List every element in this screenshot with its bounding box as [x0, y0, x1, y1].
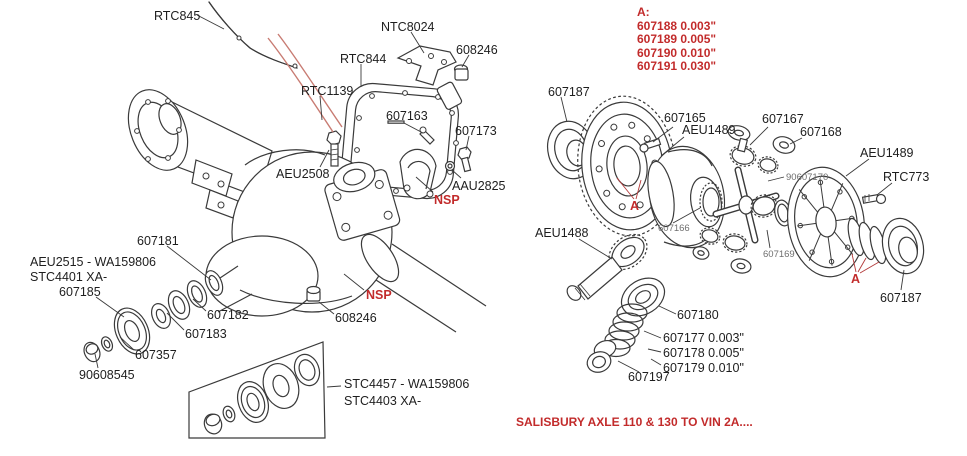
- a-marker-ring-gear: A: [630, 199, 640, 213]
- axle-housing: [205, 130, 487, 333]
- breather-rod: [208, 1, 298, 69]
- part-label-aeu1489-cover: AEU1489: [860, 146, 914, 160]
- shim-chart-a-row: 607189 0.005": [637, 32, 717, 46]
- pinion-aeu1488: [566, 233, 648, 301]
- right-assembly: [547, 95, 925, 373]
- nsp-label-cover: NSP: [434, 193, 460, 207]
- shim-chart-a: A: 607188 0.003" 607189 0.005" 607190 0.…: [637, 5, 717, 74]
- part-label-aeu2508: AEU2508: [276, 167, 330, 181]
- part-label-607178: 607178 0.005": [663, 346, 744, 360]
- bolt-rtc773: [861, 193, 887, 205]
- axle-tube-flange: [127, 89, 273, 219]
- part-label-607166: 607166: [658, 223, 690, 234]
- diagram-caption: SALISBURY AXLE 110 & 130 TO VIN 2A....: [516, 415, 753, 429]
- part-label-608246-top: 608246: [456, 43, 498, 57]
- nsp-label-housing: NSP: [366, 288, 392, 302]
- left-leader-lines: [94, 14, 470, 369]
- part-label-aau2825: AAU2825: [452, 179, 506, 193]
- part-label-607173: 607173: [455, 124, 497, 138]
- shim-chart-a-row: 607188 0.003": [637, 18, 717, 33]
- part-label-rtc773: RTC773: [883, 170, 930, 184]
- part-label-608246-bottom: 608246: [335, 311, 377, 325]
- part-label-stc4457: STC4457 - WA159806: [344, 377, 470, 391]
- bolt-607165: [639, 137, 662, 153]
- part-label-607163: 607163: [386, 109, 428, 123]
- hub-bearing-stack: [83, 265, 253, 363]
- right-leader-lines: [560, 96, 905, 373]
- part-label-607181: 607181: [137, 234, 179, 248]
- cover-hardware: [396, 45, 472, 173]
- shim-chart-a-row: 607190 0.010": [637, 45, 717, 60]
- part-label-rtc845: RTC845: [154, 9, 201, 23]
- shim-chart-a-row: 607191 0.030": [637, 59, 717, 73]
- part-label-607183: 607183: [185, 327, 227, 341]
- part-label-607180: 607180: [677, 308, 719, 322]
- part-label-stc4403: STC4403 XA-: [344, 394, 422, 408]
- part-label-aeu1489-case: AEU1489: [682, 123, 736, 137]
- hub-kit-inset-box: [188, 341, 342, 439]
- shim-chart-a-heading: A:: [637, 5, 650, 19]
- part-label-90608545: 90608545: [79, 368, 135, 382]
- bearing-607187-right: [881, 217, 925, 275]
- flange-607197: [586, 339, 617, 373]
- part-label-607179: 607179 0.010": [663, 361, 744, 375]
- part-label-ntc8024: NTC8024: [381, 20, 435, 34]
- part-label-607187-left: 607187: [548, 85, 590, 99]
- highlight-underline-607163: [387, 120, 405, 124]
- part-label-rtc844: RTC844: [340, 52, 387, 66]
- differential-gear-set: [692, 125, 796, 274]
- a-marker-shims: A: [851, 272, 861, 286]
- oil-seal-607180: [620, 277, 666, 317]
- part-label-607197: 607197: [628, 370, 670, 384]
- part-label-607177: 607177 0.003": [663, 331, 744, 345]
- part-label-stc4401: STC4401 XA-: [30, 270, 108, 284]
- part-label-607165: 607165: [664, 111, 706, 125]
- rtc1139-red-leaders: [267, 33, 343, 133]
- part-label-607169: 607169: [763, 249, 795, 260]
- part-label-607182: 607182: [207, 308, 249, 322]
- part-label-rtc1139: RTC1139: [301, 84, 354, 98]
- a-fan-leaders: [616, 177, 880, 274]
- part-label-607187-right: 607187: [880, 291, 922, 305]
- part-label-aeu2515: AEU2515 - WA159806: [30, 255, 157, 269]
- shim-pack-a: [847, 217, 887, 265]
- diff-case-right: [786, 166, 866, 278]
- part-label-607167: 607167: [762, 112, 804, 126]
- part-label-90607170: 90607170: [786, 172, 829, 183]
- part-label-607168: 607168: [800, 125, 842, 139]
- part-label-607185: 607185: [59, 285, 101, 299]
- part-label-607357: 607357: [135, 348, 177, 362]
- part-label-aeu1488: AEU1488: [535, 226, 589, 240]
- left-assembly: [83, 1, 487, 439]
